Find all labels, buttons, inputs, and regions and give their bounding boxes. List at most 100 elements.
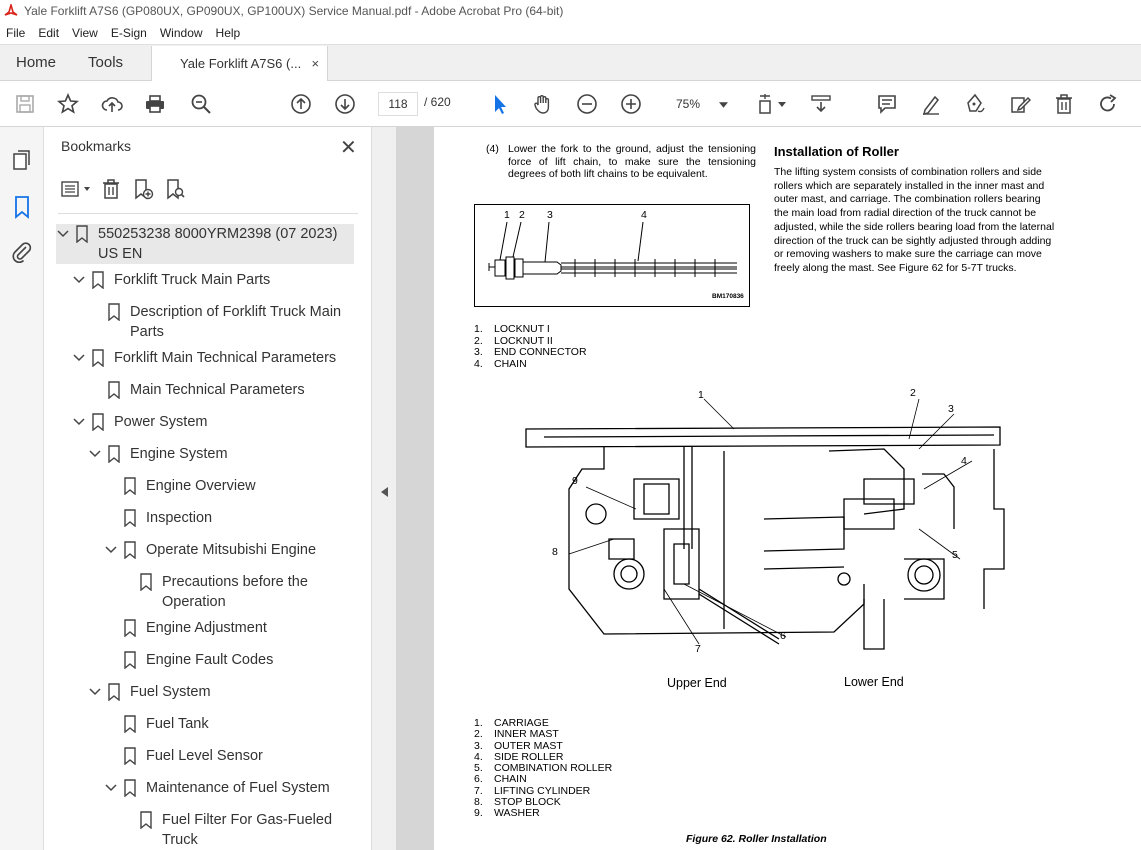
chevron-down-icon[interactable]	[72, 270, 86, 290]
bookmark-item[interactable]: 550253238 8000YRM2398 (07 2023) US EN	[56, 224, 354, 264]
chevron-down-icon[interactable]	[88, 682, 102, 702]
chevron-down-icon[interactable]	[104, 540, 118, 560]
bookmark-label: Engine Adjustment	[146, 620, 267, 636]
close-tab-icon[interactable]: ×	[311, 56, 320, 71]
section-body: The lifting system consists of combinati…	[774, 166, 1055, 274]
upper-end-label: Upper End	[667, 676, 727, 690]
fig2-label-3: 3	[948, 403, 954, 415]
bookmark-search-button[interactable]	[160, 176, 190, 202]
tab-home[interactable]: Home	[16, 54, 57, 71]
page-number-input[interactable]: 118	[378, 92, 418, 116]
bookmark-item[interactable]: Engine Adjustment	[124, 618, 354, 638]
bookmark-icon	[92, 413, 104, 431]
bookmark-item[interactable]: Fuel Tank	[124, 714, 354, 734]
menu-edit[interactable]: Edit	[38, 26, 60, 40]
fig2-label-9: 9	[572, 475, 578, 487]
bookmark-item[interactable]: Forklift Truck Main Parts	[72, 270, 354, 290]
delete-button[interactable]	[1052, 92, 1076, 116]
delete-bookmark-button[interactable]	[96, 176, 126, 202]
menu-bar: File Edit View E-Sign Window Help	[0, 22, 1141, 44]
document-viewport[interactable]: (4) Lower the fork to the ground, adjust…	[396, 127, 1141, 850]
bookmark-label: Engine Overview	[146, 478, 256, 494]
pages-thumbnails-icon[interactable]	[10, 148, 34, 172]
tab-document[interactable]: Yale Forklift A7S6 (... ×	[151, 46, 329, 81]
bookmark-item[interactable]: Description of Forklift Truck Main Parts	[108, 302, 354, 342]
list-item: 9.WASHER	[474, 807, 540, 820]
bookmark-item[interactable]: Operate Mitsubishi Engine	[104, 540, 354, 560]
page-fit-button[interactable]	[755, 92, 791, 116]
title-bar: Yale Forklift A7S6 (GP080UX, GP090UX, GP…	[0, 0, 1141, 22]
chevron-down-icon[interactable]	[72, 348, 86, 368]
hand-tool-button[interactable]	[531, 92, 555, 116]
window-title: Yale Forklift A7S6 (GP080UX, GP090UX, GP…	[24, 4, 564, 18]
comment-button[interactable]	[875, 92, 899, 116]
bookmark-item[interactable]: Engine Overview	[124, 476, 354, 496]
list-item: 4.SIDE ROLLER	[474, 750, 564, 763]
save-icon	[16, 95, 34, 113]
chevron-down-icon[interactable]	[104, 778, 118, 798]
bookmark-item[interactable]: Engine Fault Codes	[124, 650, 354, 670]
fit-page-icon	[759, 94, 786, 114]
tab-tools[interactable]: Tools	[88, 54, 124, 71]
pdf-page: (4) Lower the fork to the ground, adjust…	[434, 127, 1141, 850]
save-button[interactable]	[13, 92, 37, 116]
step-paragraph: (4) Lower the fork to the ground, adjust…	[486, 143, 756, 181]
menu-file[interactable]: File	[6, 26, 26, 40]
star-icon	[57, 93, 79, 114]
bookmark-item[interactable]: Fuel System	[88, 682, 354, 702]
select-tool-button[interactable]	[488, 92, 512, 116]
bookmark-icon	[140, 573, 152, 591]
list-item: 6.CHAIN	[474, 773, 527, 786]
sign-button[interactable]	[963, 92, 987, 116]
close-panel-icon[interactable]: ✕	[340, 137, 357, 159]
bookmark-item[interactable]: Fuel Filter For Gas-Fueled Truck	[140, 810, 354, 850]
divider	[58, 213, 358, 214]
list-item: 4.CHAIN	[474, 357, 527, 370]
zoom-level-select[interactable]: 75%	[664, 92, 734, 116]
collapse-panel-icon[interactable]	[381, 487, 388, 497]
print-button[interactable]	[143, 92, 167, 116]
panel-splitter[interactable]	[372, 127, 396, 850]
bookmark-item[interactable]: Inspection	[124, 508, 354, 528]
new-bookmark-button[interactable]	[128, 176, 158, 202]
bookmark-star-button[interactable]	[56, 92, 80, 116]
acrobat-icon	[4, 4, 18, 16]
comment-icon	[878, 95, 896, 114]
highlight-button[interactable]	[919, 92, 943, 116]
scroll-mode-button[interactable]	[809, 92, 833, 116]
previous-page-button[interactable]	[289, 92, 313, 116]
upload-button[interactable]	[100, 92, 124, 116]
bookmark-item[interactable]: Fuel Level Sensor	[124, 746, 354, 766]
bookmark-icon	[124, 619, 136, 637]
arrow-down-circle-icon	[335, 94, 355, 114]
chevron-down-icon[interactable]	[72, 412, 86, 432]
edit-pdf-button[interactable]	[1008, 92, 1032, 116]
bookmark-item[interactable]: Power System	[72, 412, 354, 432]
rotate-icon	[1100, 94, 1117, 112]
bookmark-item[interactable]: Maintenance of Fuel System	[104, 778, 354, 798]
page-total: / 620	[424, 95, 451, 109]
bookmark-item[interactable]: Precautions before the Operation	[140, 572, 354, 612]
rotate-button[interactable]	[1096, 92, 1120, 116]
list-item: 1.LOCKNUT I	[474, 323, 550, 335]
menu-view[interactable]: View	[72, 26, 98, 40]
menu-help[interactable]: Help	[215, 26, 241, 40]
zoom-in-button[interactable]	[619, 92, 643, 116]
attachment-icon[interactable]	[10, 240, 34, 264]
bookmark-item[interactable]: Forklift Main Technical Parameters	[72, 348, 354, 368]
chevron-down-icon[interactable]	[56, 224, 70, 244]
bookmark-item[interactable]: Engine System	[88, 444, 354, 464]
bookmark-options-button[interactable]	[58, 176, 94, 202]
bookmark-item[interactable]: Main Technical Parameters	[108, 380, 354, 400]
bookmark-label: Fuel Level Sensor	[146, 748, 263, 764]
find-button[interactable]	[189, 92, 213, 116]
zoom-out-button[interactable]	[575, 92, 599, 116]
bookmark-label: Description of Forklift Truck Main Parts	[130, 304, 342, 340]
bookmark-panel-icon[interactable]	[10, 195, 34, 219]
menu-window[interactable]: Window	[159, 26, 203, 40]
menu-esign[interactable]: E-Sign	[110, 26, 147, 40]
pen-icon	[922, 95, 939, 115]
next-page-button[interactable]	[333, 92, 357, 116]
chevron-down-icon[interactable]	[88, 444, 102, 464]
bookmarks-toolbar	[58, 175, 192, 203]
